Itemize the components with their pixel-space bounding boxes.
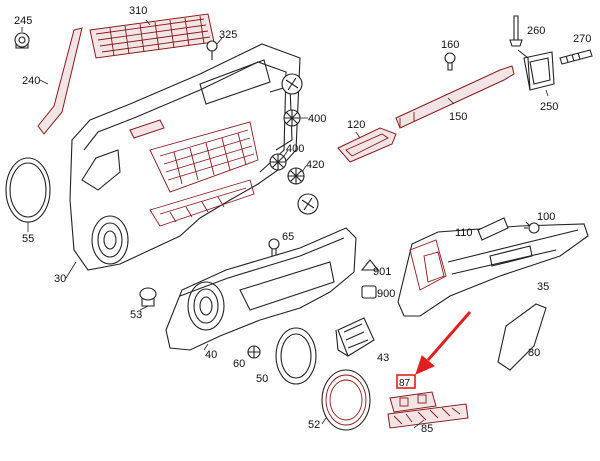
part-900-button[interactable] xyxy=(361,285,377,299)
part-43-window-switch[interactable] xyxy=(335,317,375,357)
label-310: 310 xyxy=(129,5,147,17)
part-120-door-handle[interactable] xyxy=(337,127,397,163)
highlight-arrow xyxy=(415,311,472,375)
label-160: 160 xyxy=(441,39,459,51)
highlight-box-87 xyxy=(396,374,416,389)
part-100-screw[interactable] xyxy=(524,221,540,234)
label-65: 65 xyxy=(282,231,294,243)
part-400-rosette[interactable] xyxy=(269,153,287,171)
part-85-emblem-badge[interactable] xyxy=(387,403,469,429)
part-80-cover[interactable] xyxy=(497,303,547,371)
label-901: 901 xyxy=(373,266,391,278)
part-30-door-panel[interactable] xyxy=(69,43,301,271)
part-55-speaker-seal[interactable] xyxy=(5,157,51,223)
part-260-pin[interactable] xyxy=(509,15,523,47)
label-50: 50 xyxy=(256,373,268,385)
label-87: 87 xyxy=(399,378,411,389)
part-240-trim-strip[interactable] xyxy=(37,27,83,135)
part-65-clip[interactable] xyxy=(268,238,280,257)
label-420: 420 xyxy=(306,159,324,171)
part-270-screw[interactable] xyxy=(559,49,593,65)
part-325-screw[interactable] xyxy=(206,40,218,60)
part-35-door-panel-right[interactable] xyxy=(397,223,589,317)
part-60-rosette[interactable] xyxy=(247,345,261,359)
label-400-upper: 400 xyxy=(308,113,326,125)
label-100: 100 xyxy=(537,211,555,223)
part-53-grommet[interactable] xyxy=(139,287,157,307)
label-245: 245 xyxy=(14,15,32,27)
label-150: 150 xyxy=(449,111,467,123)
label-270: 270 xyxy=(573,33,591,45)
part-110-plate[interactable] xyxy=(477,217,509,241)
label-55: 55 xyxy=(22,233,34,245)
part-250-bracket[interactable] xyxy=(517,49,555,91)
label-43: 43 xyxy=(377,352,389,364)
label-85: 85 xyxy=(421,423,433,435)
part-52-speaker-cover[interactable] xyxy=(321,369,371,431)
label-240: 240 xyxy=(22,75,40,87)
label-53: 53 xyxy=(130,309,142,321)
label-30: 30 xyxy=(54,273,66,285)
part-420-rosette[interactable] xyxy=(287,167,319,215)
label-120: 120 xyxy=(347,119,365,131)
part-87-emblem-bracket[interactable] xyxy=(389,391,437,413)
label-400-lower: 400 xyxy=(286,143,304,155)
part-400-cover-upper[interactable] xyxy=(281,73,303,127)
label-52: 52 xyxy=(308,419,320,431)
part-labels: 310 245 325 240 260 160 270 250 400 120 … xyxy=(14,5,591,435)
part-160-clip[interactable] xyxy=(444,52,456,71)
label-900: 900 xyxy=(377,288,395,300)
label-110: 110 xyxy=(455,227,473,239)
label-250: 250 xyxy=(540,101,558,113)
label-35: 35 xyxy=(537,281,549,293)
label-260: 260 xyxy=(527,25,545,37)
label-80: 80 xyxy=(528,347,540,359)
part-40-lower-panel[interactable] xyxy=(165,227,357,351)
part-901-cap[interactable] xyxy=(360,259,380,271)
label-60: 60 xyxy=(233,358,245,370)
part-50-speaker-ring[interactable] xyxy=(275,327,317,385)
part-310-grille[interactable] xyxy=(89,13,215,59)
label-325: 325 xyxy=(219,29,237,41)
part-150-trim-strip[interactable] xyxy=(395,65,515,129)
label-40: 40 xyxy=(205,349,217,361)
part-245-clip[interactable] xyxy=(14,32,30,49)
